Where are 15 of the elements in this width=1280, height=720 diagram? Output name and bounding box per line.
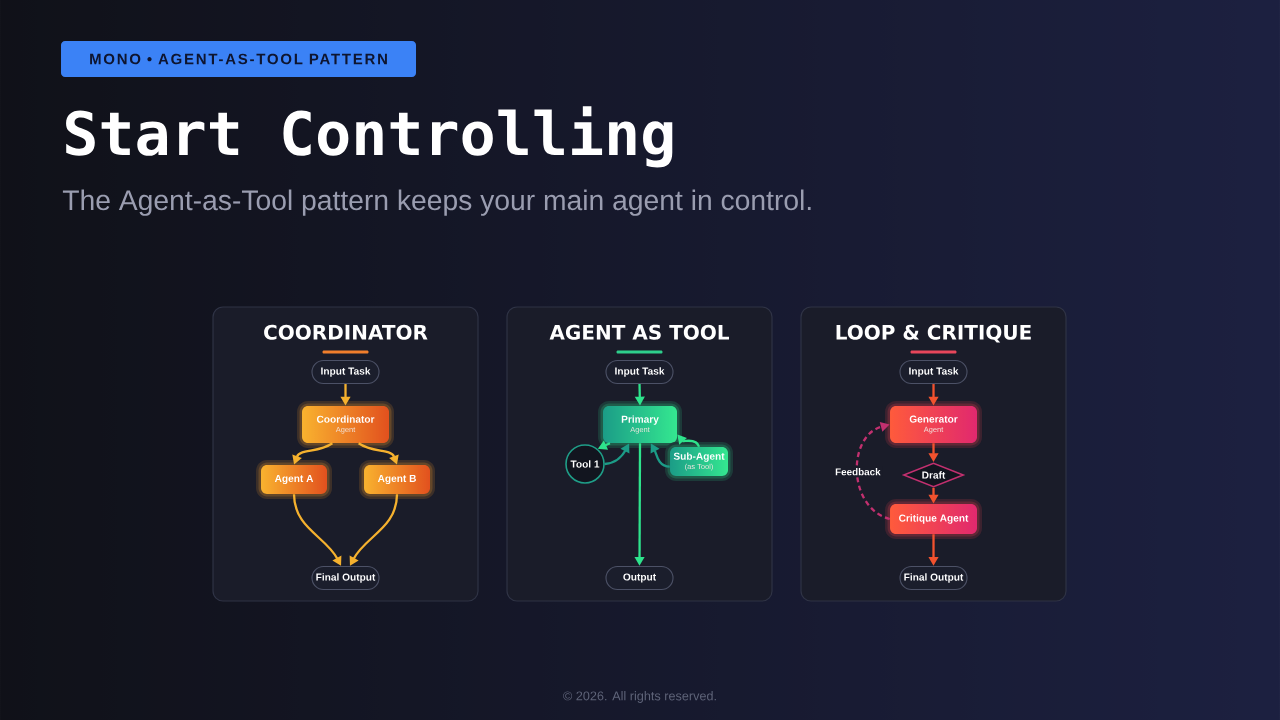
terminal-pill: Input Task [605, 359, 674, 385]
dashed-arrow [855, 421, 891, 521]
subtitle: The Agent-as-Tool pattern keeps your main agent in control. [62, 189, 811, 216]
terminal-pill: Final Output [899, 565, 968, 591]
agent-box: Critique Agent [885, 499, 982, 539]
title: Start Controlling [66, 106, 673, 168]
agent-box: Agent A [256, 460, 332, 499]
agent-box: Agent B [359, 460, 435, 499]
terminal-pill: Input Task [311, 359, 380, 385]
terminal-pill: Output [605, 565, 674, 591]
copyright-footer: © 2026. All rights reserved. [563, 691, 716, 703]
terminal-pill: Input Task [899, 359, 968, 385]
terminal-pill: Final Output [311, 565, 380, 591]
tag-badge: MONO • AGENT-AS-TOOL PATTERN [61, 41, 416, 77]
edge-label: Feedback [833, 466, 883, 477]
